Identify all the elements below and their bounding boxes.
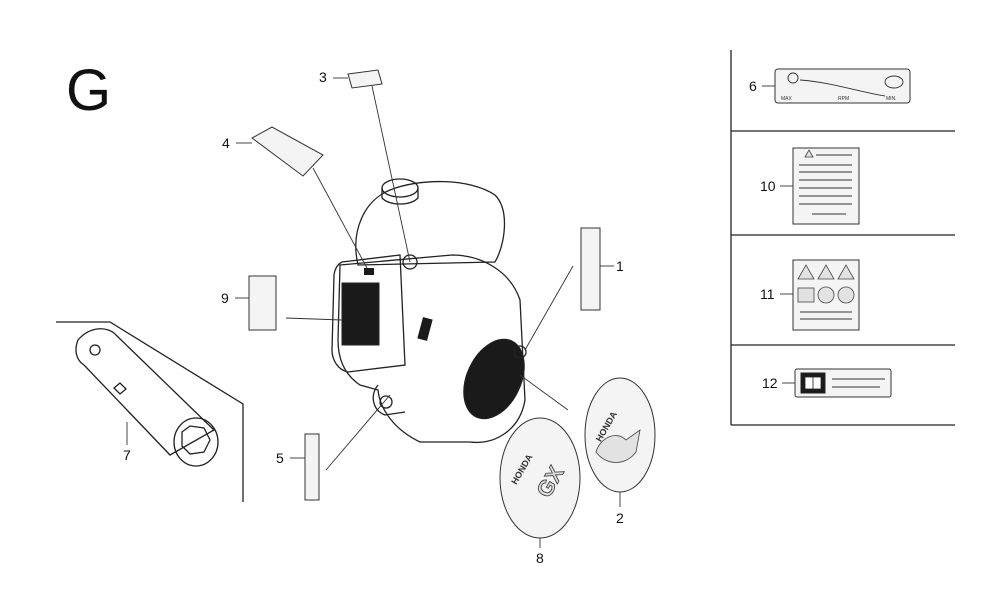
callout-5: 5 xyxy=(276,450,284,466)
callout-4: 4 xyxy=(222,135,230,151)
emblem-part-8: HONDA GX xyxy=(499,417,581,539)
callout-9: 9 xyxy=(221,290,229,306)
callout-1: 1 xyxy=(616,258,624,274)
label-panel-group xyxy=(730,50,955,426)
manual-label-decal xyxy=(794,368,892,398)
decal-part-1 xyxy=(580,227,601,311)
decal-part-5 xyxy=(304,433,320,501)
callout-2: 2 xyxy=(616,510,624,526)
callout-7: 7 xyxy=(123,447,131,463)
decal-part-4 xyxy=(251,126,324,177)
decal-part-3 xyxy=(347,69,383,89)
emblem-part-2: HONDA xyxy=(584,377,656,493)
decal-part-9 xyxy=(248,275,277,331)
engine-illustration xyxy=(331,178,527,444)
choke-label-decal: MAX RPM MIN. xyxy=(774,68,911,104)
callout-12: 12 xyxy=(762,375,778,391)
section-letter: G xyxy=(66,58,111,123)
choke-min-text: MIN. xyxy=(886,96,897,102)
callout-6: 6 xyxy=(749,78,757,94)
safety-symbols-decal xyxy=(792,259,860,331)
callout-11: 11 xyxy=(760,286,775,302)
choke-mid-text: RPM xyxy=(838,96,849,102)
choke-max-text: MAX xyxy=(781,96,793,102)
warning-label-decal xyxy=(792,147,860,225)
callout-3: 3 xyxy=(319,69,327,85)
spark-plug-wrench xyxy=(56,321,244,502)
callout-8: 8 xyxy=(536,550,544,566)
callout-10: 10 xyxy=(760,178,776,194)
